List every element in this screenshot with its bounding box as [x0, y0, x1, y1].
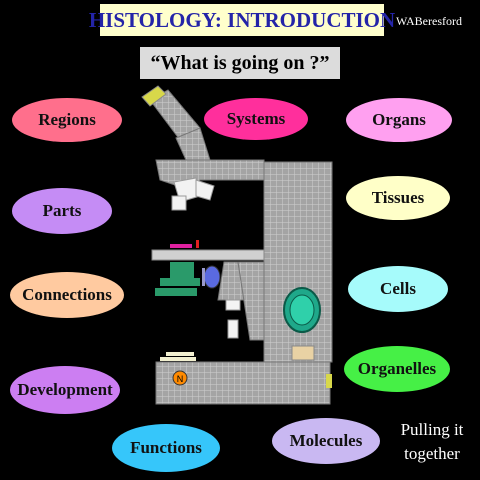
topic-systems[interactable]: Systems [204, 98, 308, 140]
compass-icon [172, 370, 188, 386]
topic-molecules[interactable]: Molecules [272, 418, 380, 464]
author-credit: WABeresford [396, 14, 462, 28]
topic-organs[interactable]: Organs [346, 98, 452, 142]
stage-mechanism [155, 261, 245, 339]
objective-lenses [171, 177, 215, 211]
topic-tissues[interactable]: Tissues [346, 176, 450, 220]
topic-parts-label: Parts [42, 201, 82, 220]
topic-functions-label: Functions [130, 438, 202, 457]
eyepiece-tube [141, 85, 201, 141]
topic-regions[interactable]: Regions [12, 98, 122, 142]
microscope-stage [151, 249, 265, 261]
topic-organs-label: Organs [372, 110, 426, 129]
topic-cells[interactable]: Cells [348, 266, 448, 312]
topic-organelles-label: Organelles [357, 359, 437, 378]
topic-molecules-label: Molecules [289, 431, 363, 450]
page-title: HISTOLOGY: INTRODUCTION [89, 4, 395, 36]
topic-development-label: Development [17, 380, 113, 399]
topic-systems-label: Systems [226, 109, 286, 128]
cell-window [283, 287, 321, 333]
topic-development[interactable]: Development [10, 366, 120, 414]
topic-connections[interactable]: Connections [10, 272, 124, 318]
subtitle: “What is going on ?” [140, 47, 340, 79]
topic-functions[interactable]: Functions [112, 424, 220, 472]
topic-parts[interactable]: Parts [12, 188, 112, 234]
topic-tissues-label: Tissues [371, 188, 425, 207]
svg-text:N: N [177, 374, 184, 384]
pulling-it-together-link[interactable]: Pulling it together [400, 420, 464, 463]
topic-connections-label: Connections [22, 285, 112, 304]
topic-regions-label: Regions [38, 110, 96, 129]
topic-organelles[interactable]: Organelles [344, 346, 450, 392]
topic-cells-label: Cells [380, 279, 416, 298]
